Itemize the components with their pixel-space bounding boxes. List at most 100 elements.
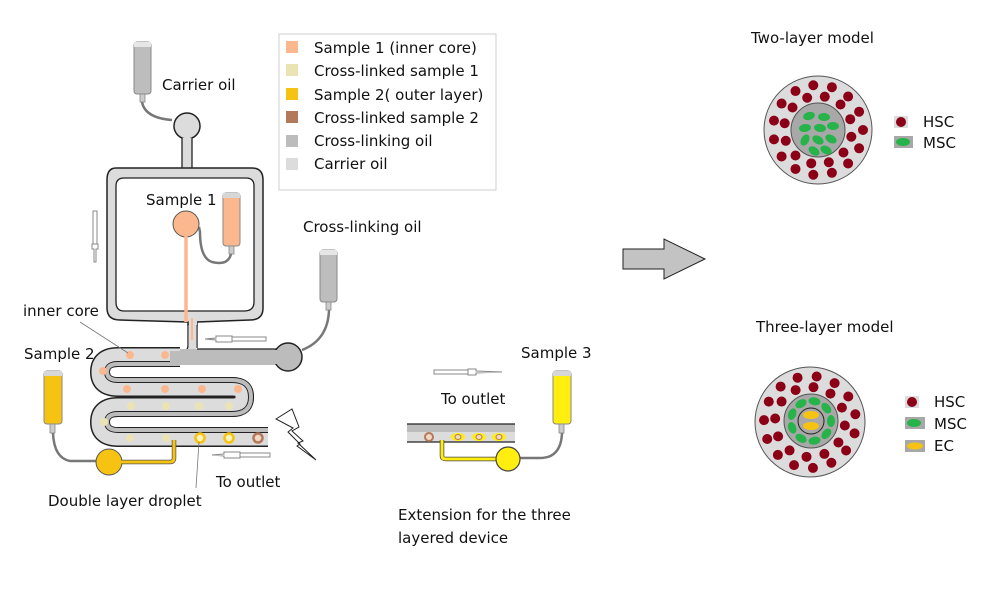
cross-linking-channel	[172, 342, 303, 372]
legend-swatch-crosslinked2	[286, 111, 298, 123]
hsc-cell	[819, 448, 830, 459]
msc-cell	[812, 135, 824, 145]
hsc-cell	[850, 409, 861, 420]
flow-arrow-left-icon	[211, 451, 271, 459]
carrier-oil-syringe	[133, 41, 173, 122]
legend-label: Cross-linking oil	[314, 132, 433, 150]
sample2-chamber	[95, 448, 123, 476]
hsc-cell	[806, 158, 817, 169]
sample3-label: Sample 3	[521, 344, 592, 362]
msc-cell	[787, 422, 797, 434]
legend-swatch-crosslinking-oil	[286, 135, 298, 147]
hsc-cell	[787, 102, 798, 113]
hsc-cell	[854, 106, 865, 117]
hsc-cell	[784, 445, 795, 456]
msc-cell	[808, 436, 821, 445]
legend-label: Cross-linked sample 1	[314, 62, 479, 80]
hsc-cell	[839, 420, 850, 431]
msc-cell	[795, 399, 807, 409]
hsc-cell	[808, 382, 819, 393]
legend-label: Sample 1 (inner core)	[314, 39, 477, 57]
sample3-syringe	[520, 370, 572, 460]
legend-label: Sample 2( outer layer)	[314, 86, 483, 104]
lightning-icon	[274, 408, 317, 461]
hsc-cell	[829, 378, 840, 389]
flow-arrow-left-icon	[204, 335, 267, 343]
hsc-cell	[845, 114, 856, 125]
msc-cell	[821, 428, 832, 440]
hsc-cell	[775, 381, 786, 392]
msc-cell	[820, 145, 832, 155]
ec-cell	[803, 422, 819, 430]
msc-cell	[803, 111, 815, 121]
msc-cell	[787, 408, 797, 420]
msc-cell	[818, 112, 830, 122]
msc-cell	[827, 415, 835, 427]
flow-arrow-down-icon	[91, 210, 99, 263]
crosslinked1-droplet	[126, 434, 134, 442]
two-layer-title: Two-layer model	[750, 29, 874, 47]
cross-linking-oil-syringe	[301, 249, 338, 352]
three-layer-model	[754, 366, 866, 478]
sample1-droplet	[123, 385, 131, 393]
crosslinked1-droplet	[162, 434, 170, 442]
legend-swatch-crosslinked1	[286, 64, 298, 76]
crosslinked1-droplet	[225, 402, 233, 410]
to-outlet-label: To outlet	[215, 473, 281, 491]
legend-box	[278, 33, 497, 191]
hsc-cell	[826, 82, 837, 93]
hsc-cell	[854, 143, 865, 154]
hsc-cell	[773, 431, 784, 442]
hsc-cell	[835, 99, 846, 110]
hsc-cell	[808, 80, 819, 91]
crosslinked2-droplet	[252, 432, 264, 444]
msc-cell	[799, 123, 811, 133]
big-arrow-right-icon	[622, 238, 707, 280]
inner-core-label: inner core	[23, 302, 99, 320]
hsc-cell	[843, 91, 854, 102]
sample2-label: Sample 2	[24, 345, 95, 363]
hsc-cell	[846, 131, 857, 142]
sample1-droplet	[198, 385, 206, 393]
two-layer-model	[763, 75, 873, 185]
sample1-droplet	[161, 385, 169, 393]
legend-label: Cross-linked sample 2	[314, 109, 479, 127]
msc-cell	[825, 134, 837, 144]
ec-swatch	[907, 442, 923, 450]
msc-cell	[808, 397, 821, 406]
legend-swatch-carrier-oil	[286, 158, 298, 170]
hsc-cell	[811, 371, 822, 382]
hsc-cell	[779, 118, 790, 129]
msc-cell	[800, 134, 810, 146]
hsc-cell	[801, 451, 812, 462]
legend-label: HSC	[923, 113, 954, 131]
hsc-cell	[843, 158, 854, 169]
three-layer-title: Three-layer model	[755, 318, 893, 336]
hsc-cell	[858, 125, 868, 135]
hsc-cell	[768, 115, 779, 126]
hsc-cell	[836, 402, 847, 413]
extension-channel	[407, 423, 515, 443]
hsc-cell	[841, 445, 852, 456]
double-layer-droplet	[194, 432, 206, 444]
sample1-syringe	[197, 192, 241, 265]
msc-swatch	[896, 138, 910, 146]
msc-cell	[814, 123, 826, 133]
sample1-droplet	[234, 385, 242, 393]
crosslinked1-droplet	[100, 418, 108, 426]
hsc-cell	[762, 433, 773, 444]
sample1-chamber	[172, 210, 200, 238]
hsc-cell	[826, 457, 837, 468]
hsc-cell	[819, 91, 830, 102]
hsc-cell	[789, 460, 800, 471]
legend-label: MSC	[923, 134, 956, 152]
hsc-cell	[808, 169, 819, 180]
hsc-cell	[838, 147, 849, 158]
hsc-cell	[768, 134, 779, 145]
hsc-cell	[776, 396, 787, 407]
msc-cell	[827, 121, 839, 131]
hsc-cell	[792, 372, 803, 383]
ec-cell	[803, 411, 819, 419]
hsc-cell	[780, 135, 791, 146]
